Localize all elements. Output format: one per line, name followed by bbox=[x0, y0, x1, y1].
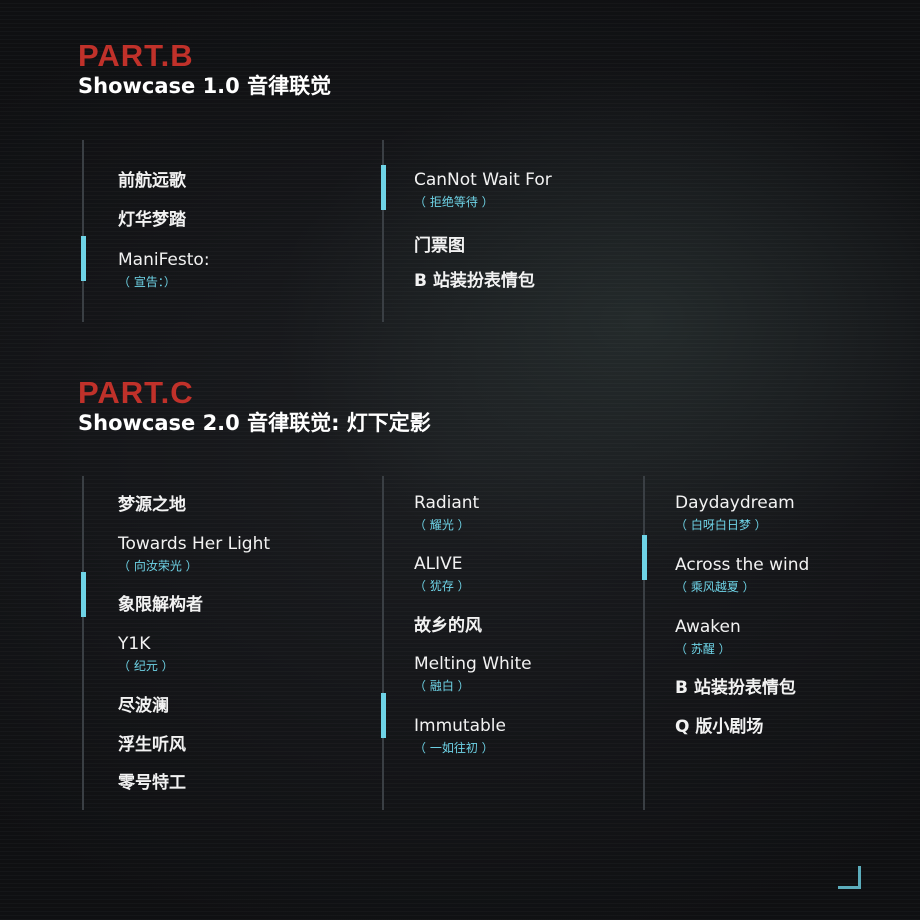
list-item: 象限解构者 bbox=[118, 595, 203, 615]
item-title: 故乡的风 bbox=[414, 616, 482, 636]
item-title: B 站装扮表情包 bbox=[675, 678, 796, 698]
part-b-title: Showcase 1.0 音律联觉 bbox=[78, 74, 332, 98]
item-title: 梦源之地 bbox=[118, 495, 186, 515]
column-divider bbox=[82, 476, 84, 810]
item-subtitle: （ 宣告：） bbox=[118, 275, 176, 289]
list-item: B 站装扮表情包 bbox=[675, 678, 796, 698]
column-marker bbox=[381, 693, 386, 738]
list-item: Across the wind （ 乘风越夏 ） bbox=[675, 555, 809, 595]
list-item: Awaken （ 苏醒 ） bbox=[675, 617, 741, 657]
item-title: ALIVE bbox=[414, 554, 463, 574]
list-item: Immutable （ 一如往初 ） bbox=[414, 716, 506, 756]
list-item: CanNot Wait For （ 拒绝等待 ） bbox=[414, 170, 552, 210]
item-title: 浮生听风 bbox=[118, 735, 186, 755]
item-subtitle: （ 拒绝等待 ） bbox=[414, 195, 494, 209]
item-title: 零号特工 bbox=[118, 773, 186, 793]
item-subtitle: （ 一如往初 ） bbox=[414, 741, 494, 755]
item-title: Towards Her Light bbox=[118, 534, 271, 554]
item-subtitle: （ 融白 ） bbox=[414, 679, 470, 693]
list-item: Y1K （ 纪元 ） bbox=[118, 634, 174, 674]
item-title: Radiant bbox=[414, 493, 480, 513]
item-subtitle: （ 白呀白日梦 ） bbox=[675, 518, 767, 532]
list-item: 前航远歌 bbox=[118, 171, 186, 191]
list-item: ManiFesto: （ 宣告：） bbox=[118, 250, 210, 290]
item-title: 灯华梦踏 bbox=[118, 210, 186, 230]
item-title: Immutable bbox=[414, 716, 506, 736]
item-title: 尽波澜 bbox=[118, 696, 169, 716]
item-title: B 站装扮表情包 bbox=[414, 271, 535, 291]
item-subtitle: （ 苏醒 ） bbox=[675, 642, 731, 656]
item-title: Daydaydream bbox=[675, 493, 795, 513]
list-item: Towards Her Light （ 向汝荣光 ） bbox=[118, 534, 270, 574]
item-title: Y1K bbox=[118, 634, 151, 654]
item-title: Q 版小剧场 bbox=[675, 717, 764, 737]
list-item: 尽波澜 bbox=[118, 696, 169, 716]
item-title: 门票图 bbox=[414, 236, 465, 256]
item-subtitle: （ 向汝荣光 ） bbox=[118, 559, 198, 573]
list-item: ALIVE （ 犹存 ） bbox=[414, 554, 470, 594]
item-subtitle: （ 纪元 ） bbox=[118, 659, 174, 673]
column-marker bbox=[642, 535, 647, 580]
column-divider bbox=[382, 476, 384, 810]
list-item: Q 版小剧场 bbox=[675, 717, 763, 737]
item-title: 前航远歌 bbox=[118, 171, 186, 191]
list-item: Daydaydream （ 白呀白日梦 ） bbox=[675, 493, 795, 533]
list-item: 零号特工 bbox=[118, 773, 186, 793]
column-divider bbox=[643, 476, 645, 810]
column-marker bbox=[381, 165, 386, 210]
item-title: Melting White bbox=[414, 654, 532, 674]
column-divider bbox=[82, 140, 84, 322]
column-marker bbox=[81, 236, 86, 281]
list-item: 故乡的风 bbox=[414, 616, 482, 636]
column-marker bbox=[81, 572, 86, 617]
item-subtitle: （ 乘风越夏 ） bbox=[675, 580, 755, 594]
part-c-label: PART.C bbox=[78, 375, 194, 410]
part-c-title: Showcase 2.0 音律联觉: 灯下定影 bbox=[78, 411, 431, 435]
list-item: 灯华梦踏 bbox=[118, 210, 186, 230]
list-item: 门票图 bbox=[414, 236, 465, 256]
item-subtitle: （ 犹存 ） bbox=[414, 579, 470, 593]
list-item: B 站装扮表情包 bbox=[414, 271, 535, 291]
item-title: Awaken bbox=[675, 617, 741, 637]
item-subtitle: （ 耀光 ） bbox=[414, 518, 470, 532]
list-item: Radiant （ 耀光 ） bbox=[414, 493, 479, 533]
item-title: ManiFesto: bbox=[118, 250, 210, 270]
item-title: Across the wind bbox=[675, 555, 810, 575]
column-divider bbox=[382, 140, 384, 322]
item-title: CanNot Wait For bbox=[414, 170, 552, 190]
item-title: 象限解构者 bbox=[118, 595, 203, 615]
list-item: Melting White （ 融白 ） bbox=[414, 654, 532, 694]
part-b-label: PART.B bbox=[78, 38, 194, 73]
list-item: 梦源之地 bbox=[118, 495, 186, 515]
corner-bracket-icon bbox=[838, 866, 861, 889]
list-item: 浮生听风 bbox=[118, 735, 186, 755]
